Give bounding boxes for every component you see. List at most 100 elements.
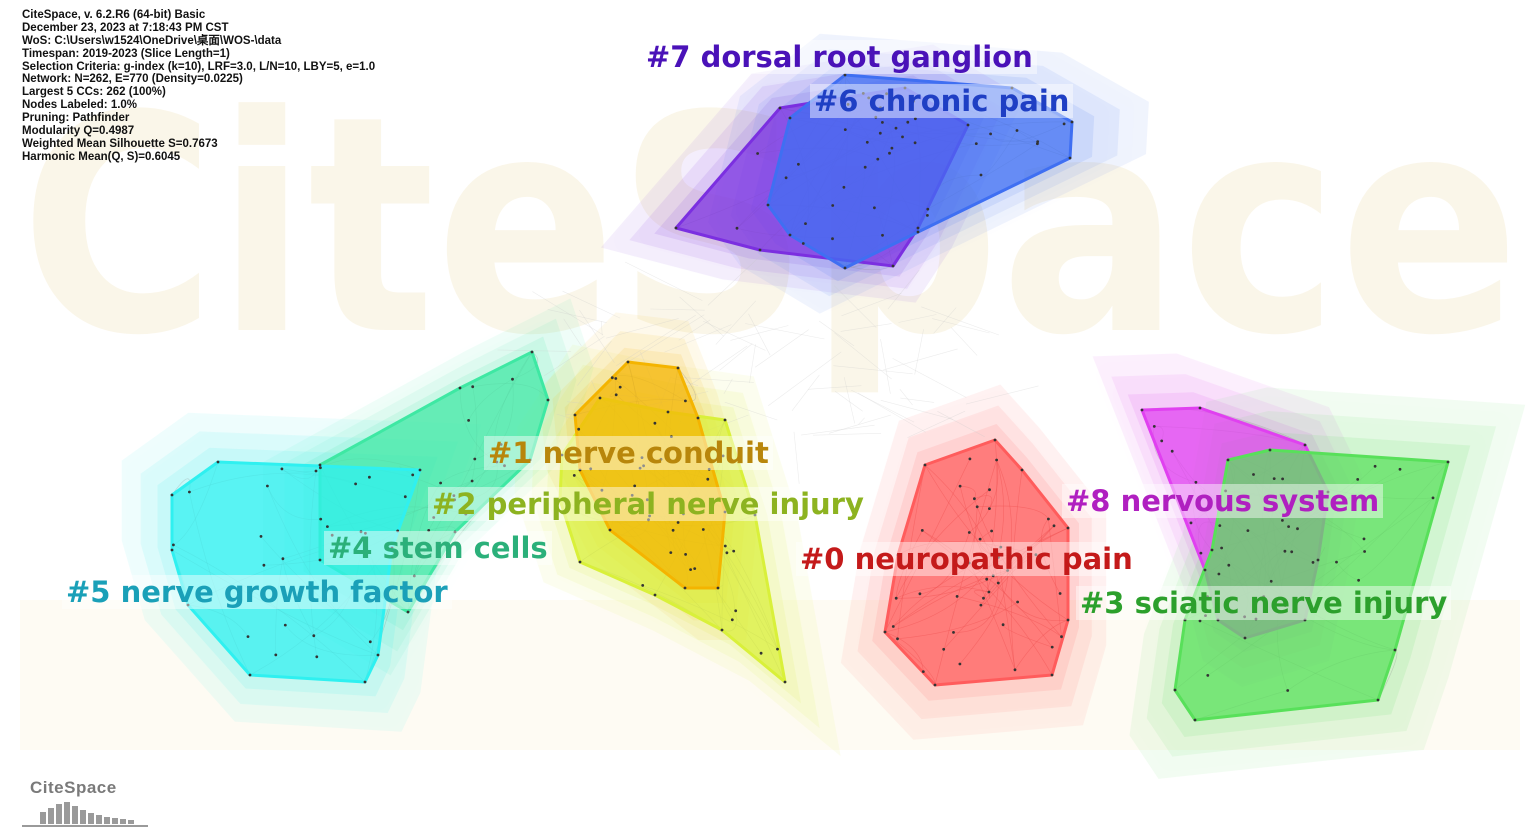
network-node (1198, 406, 1202, 410)
network-node (1398, 467, 1402, 471)
inter-cluster-edge (562, 290, 621, 319)
network-node (630, 493, 634, 497)
network-node (186, 603, 190, 607)
network-node (942, 647, 946, 651)
network-node (1316, 558, 1320, 562)
inter-cluster-edge (880, 400, 953, 420)
network-node (1183, 618, 1187, 622)
inter-cluster-edge (841, 293, 902, 317)
inter-cluster-edge (914, 329, 924, 375)
network-node (1058, 592, 1062, 595)
network-node (495, 460, 499, 464)
metadata-line: CiteSpace, v. 6.2.R6 (64-bit) Basic (22, 9, 206, 21)
inter-cluster-edge (937, 411, 985, 438)
network-node (1283, 549, 1287, 553)
network-node (396, 529, 400, 533)
network-node (1189, 521, 1193, 525)
network-node (756, 152, 759, 155)
network-node (1303, 443, 1307, 447)
network-node (1393, 648, 1397, 652)
inter-cluster-edge (707, 248, 768, 306)
network-node (903, 86, 907, 90)
network-node (684, 553, 687, 556)
network-node (368, 475, 371, 479)
network-node (1206, 674, 1210, 677)
metadata-line: Network: N=262, E=770 (Density=0.0225) (22, 73, 243, 86)
network-node (831, 237, 834, 241)
network-node (1268, 448, 1272, 452)
inter-cluster-edge (616, 314, 696, 366)
network-node (1254, 617, 1258, 621)
network-node (1272, 477, 1276, 480)
network-node (723, 544, 727, 548)
network-node (1206, 595, 1209, 599)
network-node (614, 377, 618, 380)
network-node (676, 366, 680, 370)
network-node (967, 561, 971, 565)
network-node (645, 498, 649, 502)
network-node (653, 421, 657, 425)
network-node (638, 466, 642, 470)
network-node (693, 567, 697, 570)
network-node (640, 456, 644, 459)
network-node (412, 574, 416, 578)
network-node (716, 586, 720, 590)
inter-cluster-edge (497, 349, 572, 352)
network-node (318, 558, 322, 562)
network-node (170, 548, 174, 552)
network-node (259, 535, 263, 538)
inter-cluster-edge (579, 309, 615, 363)
network-node (958, 662, 962, 666)
network-node (530, 350, 534, 354)
metadata-line: Weighted Mean Silhouette S=0.7673 (22, 137, 218, 150)
network-node (966, 123, 970, 127)
network-node (873, 206, 876, 210)
inter-cluster-edge (577, 340, 612, 386)
inter-cluster-edge (547, 309, 607, 323)
network-node (618, 385, 622, 389)
network-node (427, 529, 431, 532)
network-node (997, 556, 1000, 559)
network-node (867, 96, 871, 100)
network-node (674, 226, 678, 230)
network-node (610, 376, 614, 380)
network-node (439, 481, 442, 485)
inter-cluster-edge (793, 431, 800, 484)
network-node (1193, 718, 1197, 722)
network-node (955, 595, 959, 598)
network-node (598, 396, 602, 400)
metadata-line: December 23, 2023 at 7:18:43 PM CST (22, 21, 229, 34)
network-node (776, 647, 779, 651)
cluster-hull-c3 (1173, 448, 1450, 722)
metadata-line: Pruning: Pathfinder (22, 112, 130, 125)
network-node (759, 651, 763, 655)
network-node (1036, 140, 1040, 144)
inter-cluster-edge (563, 318, 582, 347)
network-node (1218, 524, 1222, 527)
network-node (916, 230, 920, 234)
network-node (1252, 473, 1255, 476)
network-node (376, 653, 380, 657)
network-node (753, 513, 757, 517)
network-node (978, 537, 982, 541)
network-node (266, 484, 269, 488)
cluster-hull-c5 (170, 460, 422, 684)
network-node (788, 116, 792, 120)
metadata-line: Largest 5 CCs: 262 (100%) (22, 86, 166, 99)
network-node (671, 528, 675, 532)
inter-cluster-edge (748, 313, 771, 356)
inter-cluster-edge (749, 344, 756, 383)
network-node (669, 551, 673, 554)
network-node (280, 467, 284, 471)
inter-cluster-edge (932, 318, 990, 334)
network-node (683, 586, 687, 590)
network-node (921, 670, 925, 673)
network-node (1068, 156, 1072, 160)
network-node (707, 467, 711, 471)
network-node (730, 618, 734, 622)
network-node (411, 473, 415, 477)
inter-cluster-edge (887, 269, 920, 310)
metadata-line: WoS: C:\Users\w1524\OneDrive\桌面\WOS-\dat… (22, 34, 282, 47)
network-node (996, 581, 1000, 585)
